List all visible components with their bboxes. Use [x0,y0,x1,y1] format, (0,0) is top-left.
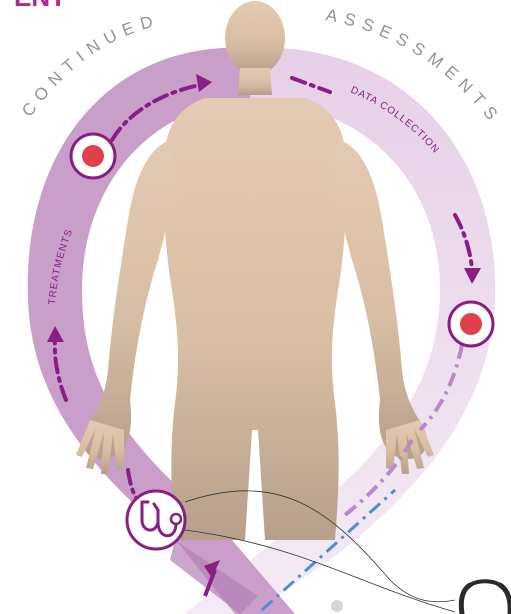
left-marker-icon [71,134,115,178]
grey-dot [331,600,343,612]
stethoscope-badge-icon [127,491,185,549]
right-marker-icon [449,302,493,346]
page-title-fragment: ENT [14,0,66,12]
corner-stethoscope-icon [461,581,510,614]
